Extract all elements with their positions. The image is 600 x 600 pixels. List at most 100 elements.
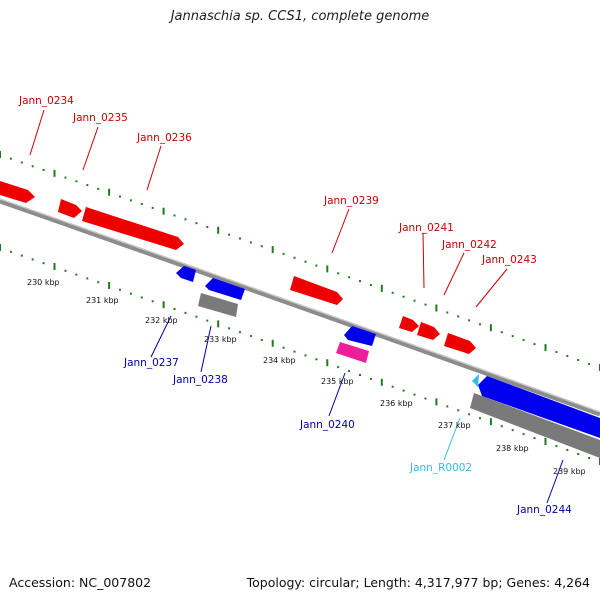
lower-scale-tick (500, 425, 503, 428)
lower-scale-tick (119, 288, 121, 291)
gene-label-jann-0240[interactable]: Jann_0240 (299, 419, 355, 431)
upper-scale-tick (151, 206, 154, 209)
lower-scale-tick (282, 346, 285, 349)
upper-scale-tick (391, 291, 394, 294)
upper-scale-tick (533, 343, 536, 346)
upper-scale-tick (468, 319, 471, 322)
gene-arrow-jann-0242[interactable] (417, 322, 440, 340)
gene-arrow-jann-0239[interactable] (290, 276, 343, 305)
lower-scale-tick (413, 393, 416, 396)
leader-line-jann-0240 (328, 372, 346, 417)
upper-scale-tick (42, 169, 45, 171)
gene-label-jann-0239[interactable]: Jann_0239 (323, 195, 379, 207)
upper-scale-tick (337, 272, 340, 275)
upper-scale-tick (413, 299, 416, 302)
label-leader-lines (29, 109, 564, 504)
upper-scale-tick (588, 363, 591, 365)
lower-scale-tick (588, 457, 591, 459)
upper-scale-tick (544, 344, 547, 352)
gene-label-jann-0238[interactable]: Jann_0238 (172, 374, 228, 386)
gene-arrow-jann-0236[interactable] (82, 207, 184, 250)
scale-label-236kbp: 236 kbp (380, 399, 413, 408)
other-gene-block-235kbp[interactable] (336, 342, 369, 363)
lower-scale-tick (162, 301, 165, 309)
lower-scale-tick (20, 254, 23, 257)
upper-scale-tick (479, 323, 481, 326)
scale-label-238kbp: 238 kbp (496, 444, 529, 453)
gene-arrow-jann-0241[interactable] (399, 316, 419, 332)
upper-scale-tick (369, 284, 372, 286)
upper-scale-tick (380, 284, 383, 292)
scale-label-237kbp: 237 kbp (438, 421, 471, 430)
gene-arrow-jann-0243[interactable] (444, 333, 476, 354)
leader-line-jann-0234 (29, 109, 45, 156)
upper-scale-tick (228, 233, 231, 236)
lower-scale-tick (228, 327, 231, 330)
lower-scale-tick (239, 331, 241, 334)
leader-line-jann-0237 (150, 315, 172, 358)
gene-label-jann-0234[interactable]: Jann_0234 (18, 95, 74, 107)
upper-scale-tick (424, 303, 427, 306)
gene-label-jann-0237[interactable]: Jann_0237 (123, 357, 179, 369)
gene-label-jann-0235[interactable]: Jann_0235 (72, 112, 128, 124)
pseudogene-block-237kbp[interactable] (470, 393, 600, 458)
gene-label-jann-0244[interactable]: Jann_0244 (516, 504, 572, 516)
lower-scale-tick (195, 315, 198, 318)
genome-backbone (0, 198, 600, 417)
leader-line-jann-0243 (475, 268, 508, 308)
gene-arrow-jann-0238[interactable] (205, 278, 245, 300)
upper-scale-tick (53, 169, 56, 177)
genome-backbone-highlight (0, 198, 600, 413)
upper-scale-tick (86, 184, 89, 187)
upper-scale-tick (217, 226, 220, 234)
gene-label-jann-0242[interactable]: Jann_0242 (441, 239, 497, 251)
upper-scale-tick (435, 304, 438, 312)
scale-labels: 230 kbp 231 kbp 232 kbp 233 kbp 234 kbp … (27, 278, 586, 476)
upper-scale-tick (566, 355, 569, 357)
lower-scale-tick (424, 397, 427, 400)
gene-arrow-jann-0234[interactable] (0, 181, 35, 203)
rna-arrow-jann-r0002[interactable] (472, 374, 479, 387)
upper-scale-tick (75, 180, 78, 183)
lower-scale-tick (31, 258, 34, 261)
upper-scale-tick (173, 214, 176, 217)
upper-scale-tick (348, 276, 351, 279)
lower-scale-tick (64, 269, 67, 272)
upper-scale-tick (97, 187, 100, 190)
lower-scale-tick (391, 385, 394, 388)
lower-scale-tick (380, 378, 383, 386)
lower-scale-tick (533, 437, 536, 440)
scale-label-230kbp: 230 kbp (27, 278, 60, 287)
gene-arrow-jann-0244[interactable] (478, 376, 600, 438)
scale-label-232kbp: 232 kbp (145, 316, 178, 325)
genome-summary-label: Topology: circular; Length: 4,317,977 bp… (246, 575, 590, 590)
map-title: Jannaschia sp. CCS1, complete genome (170, 9, 430, 24)
gene-arrows (0, 181, 600, 458)
gene-label-jann-r0002[interactable]: Jann_R0002 (409, 462, 472, 474)
lower-scale-tick (359, 374, 361, 376)
leader-line-jann-0236 (146, 145, 162, 191)
pseudogene-block-233kbp[interactable] (198, 293, 238, 317)
lower-scale-tick (304, 354, 307, 357)
scale-label-235kbp: 235 kbp (321, 377, 354, 386)
gene-arrow-jann-0237[interactable] (176, 266, 196, 282)
upper-scale-tick (522, 339, 525, 342)
upper-scale-tick (402, 295, 405, 298)
lower-scale-tick (97, 281, 100, 284)
lower-scale-tick (260, 338, 263, 341)
upper-scale-tick (293, 256, 296, 259)
upper-scale-tick (304, 260, 307, 263)
leader-line-jann-0238 (200, 325, 212, 373)
gene-arrow-jann-0240[interactable] (344, 326, 376, 346)
gene-label-jann-0243[interactable]: Jann_0243 (481, 254, 537, 266)
gene-label-jann-0241[interactable]: Jann_0241 (398, 222, 454, 234)
gene-arrow-jann-0235[interactable] (58, 199, 82, 218)
scale-label-234kbp: 234 kbp (263, 356, 296, 365)
lower-scale-tick (479, 417, 481, 420)
lower-scale-tick (271, 339, 274, 347)
gene-label-jann-0236[interactable]: Jann_0236 (136, 132, 192, 144)
lower-scale-tick (337, 366, 340, 369)
upper-scale-tick (315, 264, 318, 267)
lower-scale-tick (206, 319, 209, 322)
